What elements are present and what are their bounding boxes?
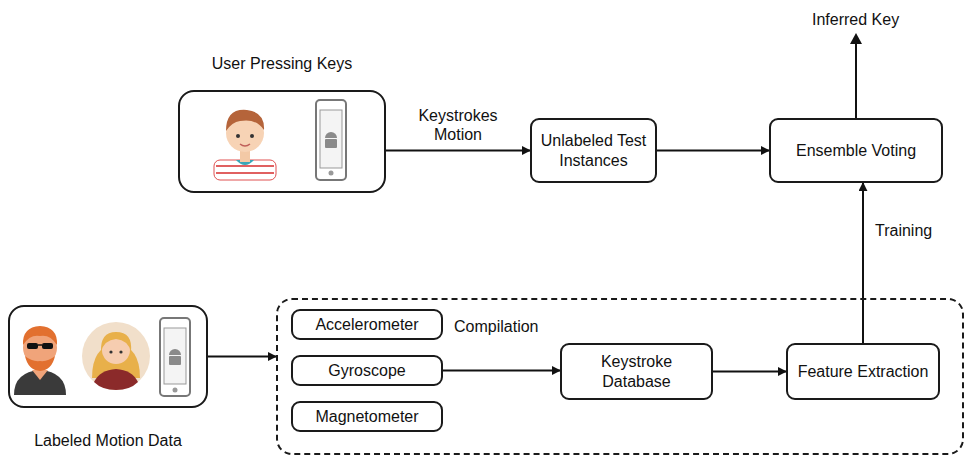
heading-text: Compilation — [454, 317, 538, 336]
connector-arrow — [713, 371, 786, 373]
box-text: Accelerometer — [315, 315, 418, 334]
sensor-box: Magnetometer — [291, 401, 443, 432]
compilation-region: Compilation AccelerometerGyroscopeMagneto… — [276, 298, 964, 455]
sensor-box: Gyroscope — [291, 355, 443, 386]
person-icon — [82, 322, 150, 390]
process-box: Feature Extraction — [786, 343, 940, 400]
user-icon — [214, 110, 276, 180]
process-box: Ensemble Voting — [769, 118, 943, 183]
box-text: Gyroscope — [328, 361, 405, 380]
output-label: Inferred Key — [812, 10, 899, 29]
connector-arrow — [657, 150, 769, 152]
edge-label: Training — [873, 221, 934, 240]
heading-text: Labeled Motion Data — [0, 431, 226, 450]
box-text: Unlabeled Test Instances — [538, 131, 649, 169]
person-icon — [14, 326, 66, 395]
connector-arrow — [862, 183, 864, 343]
process-box: Keystroke Database — [560, 343, 713, 400]
output-arrowhead — [850, 33, 862, 44]
box-text: Keystroke Database — [568, 352, 705, 390]
connector-arrow — [443, 370, 560, 372]
data-panel: Labeled Motion Data — [8, 305, 208, 408]
edge-label: Keystrokes Motion — [404, 106, 512, 144]
box-text: Ensemble Voting — [796, 141, 916, 160]
connector-arrow — [208, 356, 276, 358]
user-panel: User Pressing Keys — [178, 90, 386, 193]
box-text: Feature Extraction — [798, 362, 929, 381]
phone-icon — [160, 318, 190, 396]
sensor-box: Accelerometer — [291, 309, 443, 340]
phone-icon — [316, 100, 346, 180]
output-arrow — [855, 42, 857, 118]
connector-arrow — [386, 150, 530, 152]
process-box: Unlabeled Test Instances — [530, 118, 657, 183]
heading-text: User Pressing Keys — [160, 54, 404, 73]
box-text: Magnetometer — [315, 407, 418, 426]
